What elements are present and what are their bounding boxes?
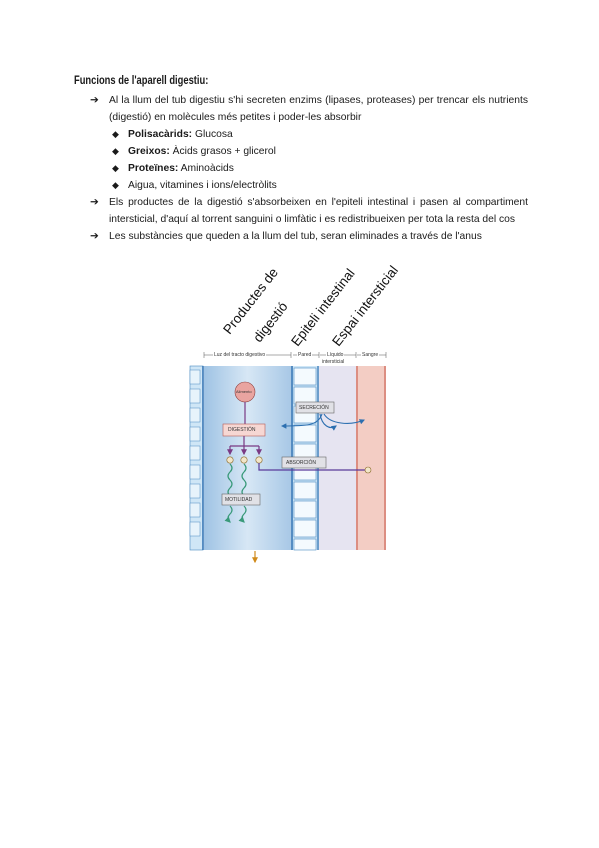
sub-item-text: Aigua, vitamines i ions/electròlits	[128, 180, 277, 191]
arrow-icon: ➔	[90, 197, 99, 208]
label-digestion: DIGESTIÓN	[228, 427, 256, 433]
diamond-bullet-icon: ◆	[112, 129, 119, 139]
sub-item-text: Glucosa	[192, 129, 233, 140]
bullet-list: ➔ Al la llum del tub digestiu s'hi secre…	[90, 92, 528, 245]
bullet-text: Els productes de la digestió s'absorbeix…	[109, 197, 528, 225]
arrow-icon: ➔	[90, 95, 99, 106]
header-liquido: Líquido	[326, 352, 345, 358]
header-pared: Pared	[297, 352, 313, 358]
bullet-text: Les substàncies que queden a la llum del…	[109, 231, 482, 242]
absorption-box	[281, 456, 327, 469]
diamond-bullet-icon: ◆	[112, 180, 119, 190]
sub-item-term: Proteïnes:	[128, 163, 179, 174]
motility-box	[221, 493, 261, 506]
secretion-box	[295, 401, 335, 414]
sub-item: ◆ Proteïnes: Aminoàcids	[90, 160, 528, 177]
arrow-icon: ➔	[90, 231, 99, 242]
section-title: Funcions de l'aparell digestiu:	[74, 73, 209, 87]
sub-item-text: Aminoàcids	[178, 163, 234, 174]
header-intersticial: intersticial	[322, 359, 345, 365]
blood-vessel	[356, 366, 386, 550]
bullet-item: ➔ Al la llum del tub digestiu s'hi secre…	[90, 92, 528, 126]
sub-item-term: Greixos:	[128, 146, 170, 157]
diamond-bullet-icon: ◆	[112, 146, 119, 156]
diamond-bullet-icon: ◆	[112, 163, 119, 173]
bullet-text: Al la llum del tub digestiu s'hi secrete…	[109, 95, 528, 123]
sub-item-text: Àcids grasos + glicerol	[169, 146, 276, 157]
label-alimento: Alimento	[236, 389, 252, 394]
sub-item: ◆ Aigua, vitamines i ions/electròlits	[90, 177, 528, 194]
header-sangre: Sangre	[361, 352, 380, 358]
label-motilidad: MOTILIDAD	[225, 497, 253, 503]
header-luz: Luz del tracto digestivo	[213, 352, 267, 358]
sub-item-term: Polisacàrids:	[128, 129, 193, 140]
bullet-item: ➔ Els productes de la digestió s'absorbe…	[90, 194, 528, 228]
sub-item: ◆ Polisacàrids: Glucosa	[90, 126, 528, 143]
bullet-item: ➔ Les substàncies que queden a la llum d…	[90, 228, 528, 245]
sub-item: ◆ Greixos: Àcids grasos + glicerol	[90, 143, 528, 160]
label-secrecion: SECRECIÓN	[299, 405, 329, 411]
label-absorcion: ABSORCIÓN	[286, 460, 317, 466]
